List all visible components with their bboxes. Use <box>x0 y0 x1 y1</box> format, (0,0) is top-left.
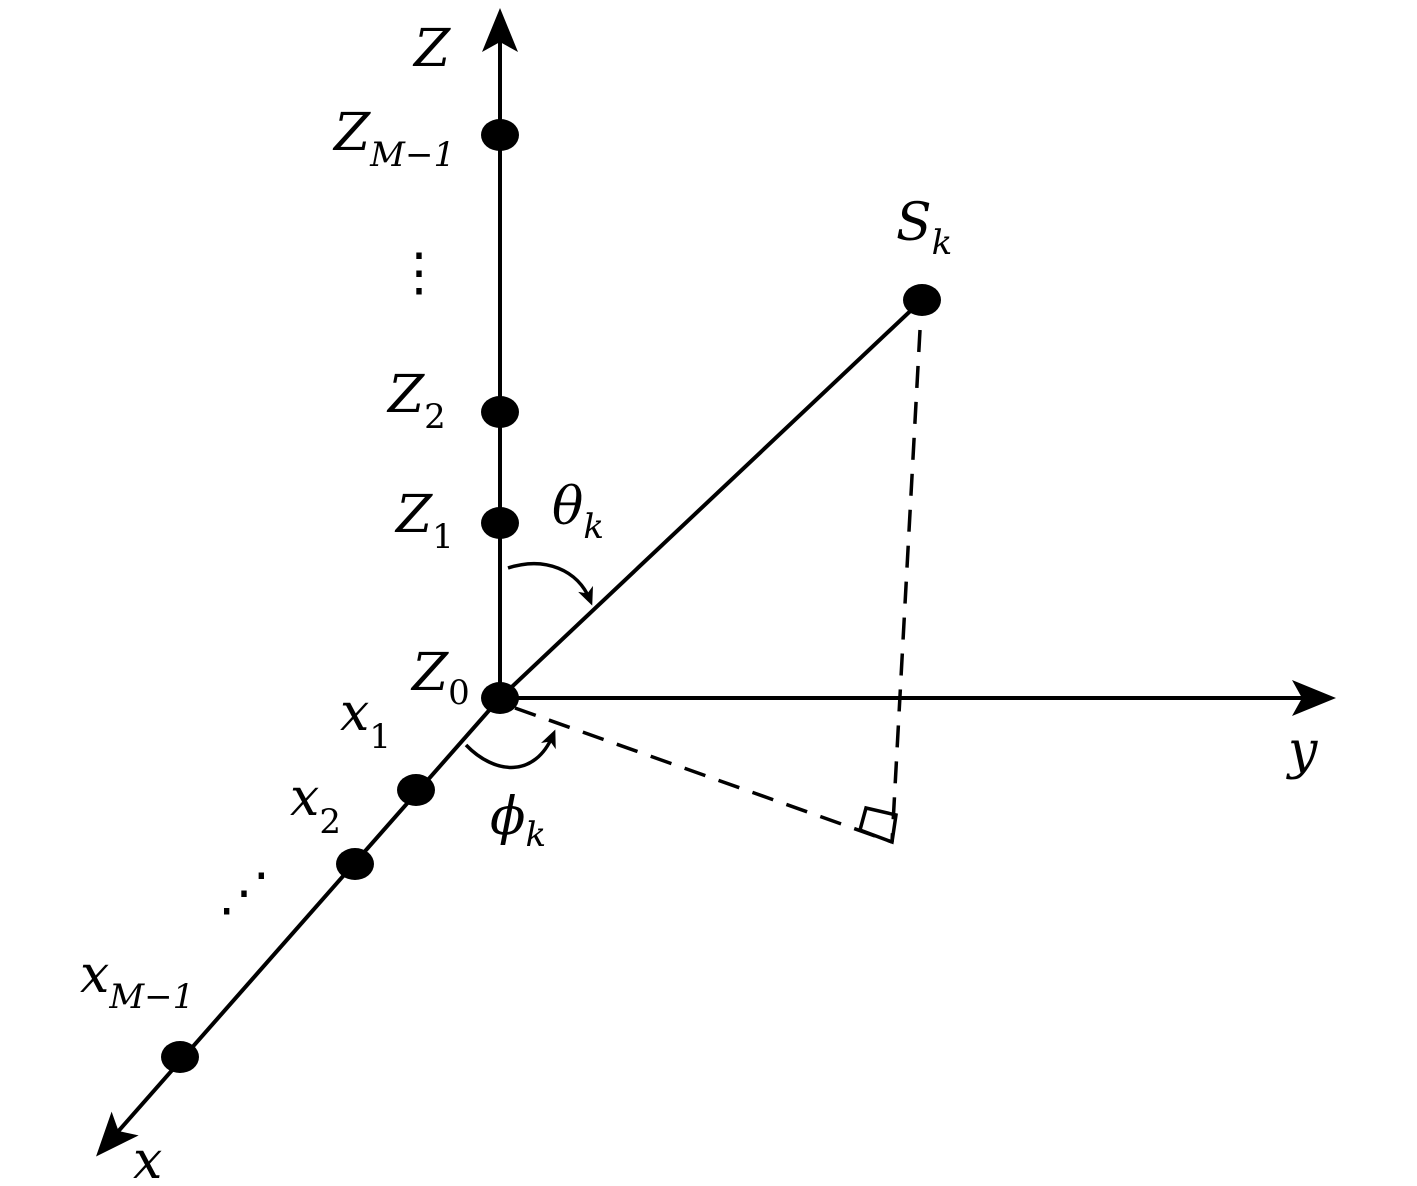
theta-arc <box>507 562 593 606</box>
z0-element <box>481 682 519 714</box>
x2-label: x2 <box>290 768 341 842</box>
x1-label: x1 <box>340 683 391 757</box>
y-axis-label: y <box>1286 721 1318 781</box>
z1-label: Z1 <box>394 485 454 557</box>
x2-element <box>336 848 374 880</box>
x-ellipsis: ⋰ <box>218 863 270 923</box>
z1-element <box>481 507 519 539</box>
z2-element <box>481 396 519 428</box>
z-axis-label: Z <box>412 19 451 79</box>
zm1-label: ZM−1 <box>332 103 455 175</box>
theta-label: θk <box>552 477 604 547</box>
source-direction-line <box>498 298 924 700</box>
source-node <box>903 284 941 316</box>
z-ellipsis: ⋮ <box>393 243 445 303</box>
zm1-element <box>481 119 519 151</box>
x-axis <box>96 696 502 1157</box>
source-label: Sk <box>896 193 952 263</box>
x1-element <box>397 774 435 806</box>
x-axis-label: x <box>133 1131 162 1186</box>
z2-label: Z2 <box>386 365 446 437</box>
z0-label: Z0 <box>410 643 470 713</box>
xm1-label: xM−1 <box>80 945 194 1017</box>
xm1-element <box>161 1041 199 1073</box>
phi-arc <box>464 729 556 770</box>
source-vertical-projection <box>890 329 922 843</box>
azimuth-projection <box>514 706 893 844</box>
phi-label: ϕk <box>490 787 546 855</box>
right-angle-marker <box>857 805 898 845</box>
